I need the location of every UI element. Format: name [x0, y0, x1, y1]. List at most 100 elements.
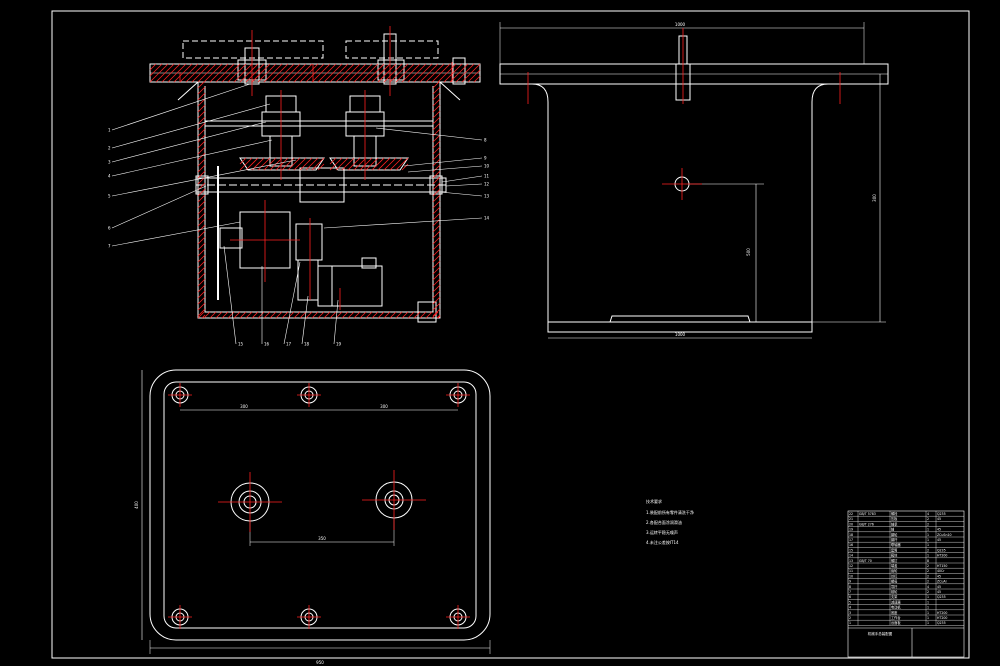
hatch-line: [197, 290, 206, 299]
hatch-line: [359, 311, 367, 319]
parts-cell: 1: [927, 533, 929, 537]
worm-shaft-end: [219, 227, 243, 249]
side-dim-label-height: 300: [872, 194, 877, 202]
callout-leader: [111, 221, 241, 247]
parts-cell: 1: [927, 611, 929, 615]
parts-cell: 45: [937, 538, 941, 542]
hatch-line: [245, 311, 253, 319]
parts-cell: 轴承: [891, 521, 898, 526]
callout-number: 14: [484, 216, 490, 221]
hatch-line: [432, 302, 441, 311]
hatch-line: [197, 170, 206, 179]
hatch-line: [197, 128, 206, 137]
parts-cell: 2: [927, 522, 929, 526]
hatch-line: [197, 140, 206, 149]
hatch-line: [443, 63, 463, 83]
parts-cell: 6: [849, 595, 851, 599]
hatch-line: [197, 311, 205, 319]
hatch-line: [191, 63, 211, 83]
hatch-line: [353, 63, 373, 83]
parts-cell: 3: [849, 611, 851, 615]
callout-number: 5: [108, 194, 111, 199]
hatch-line: [197, 104, 206, 113]
hatch-line: [287, 157, 301, 171]
parts-cell: 12: [849, 564, 853, 568]
callout-number: 15: [238, 342, 244, 347]
callout-leader: [111, 139, 273, 177]
hatch-line: [149, 63, 163, 77]
side-view-dimension-text: 1000 500 300 1000: [675, 22, 877, 337]
hatch-line: [401, 163, 409, 171]
hatch-line: [432, 248, 441, 257]
hatch-line: [432, 146, 441, 155]
hatch-line: [329, 311, 337, 319]
side-body-outline: [531, 83, 829, 323]
hatch-line: [432, 182, 441, 191]
callout-leader: [333, 299, 339, 345]
hatch-line: [263, 311, 271, 319]
hatch-line: [383, 311, 391, 319]
hatch-line: [432, 284, 441, 293]
hatch-line: [347, 157, 361, 171]
parts-cell: Q235: [937, 595, 946, 599]
hatch-line: [197, 98, 206, 107]
parts-cell: 45: [937, 590, 941, 594]
hatch-line: [257, 311, 265, 319]
callout-number: 13: [484, 194, 490, 199]
callout-leader: [375, 127, 483, 141]
hatch-line: [395, 157, 409, 171]
parts-cell: 45: [937, 574, 941, 578]
hatch-line: [197, 248, 206, 257]
hatch-line: [347, 63, 367, 83]
hatch-line: [455, 63, 475, 83]
hatch-line: [239, 157, 247, 165]
parts-cell: 联轴器: [891, 542, 901, 547]
callout-number: 11: [484, 174, 490, 179]
hatch-line: [281, 157, 295, 171]
hatch-line: [233, 311, 241, 319]
hatch-line: [305, 157, 319, 171]
hatch-line: [197, 224, 206, 233]
hatch-line: [197, 200, 206, 209]
hatch-line: [432, 212, 441, 221]
hatch-line: [432, 92, 441, 101]
parts-cell: 套筒: [891, 547, 897, 552]
coupling-block: [299, 167, 345, 203]
parts-cell: 14: [849, 554, 853, 558]
parts-cell: 箱体: [891, 553, 898, 558]
hatch-line: [377, 63, 397, 83]
hatch-line: [251, 311, 259, 319]
hatch-line: [173, 63, 193, 83]
hatch-line: [257, 157, 271, 171]
hatch-line: [432, 188, 441, 197]
hatch-line: [371, 311, 379, 319]
hatch-line: [197, 242, 206, 251]
hatch-line: [155, 63, 175, 83]
parts-cell: 2: [927, 590, 929, 594]
hatch-line: [432, 116, 441, 125]
hatch-line: [383, 157, 397, 171]
hatch-line: [251, 63, 271, 83]
hatch-line: [239, 63, 259, 83]
hatch-line: [432, 86, 441, 95]
callout-leader: [111, 121, 267, 163]
hatch-line: [197, 110, 206, 119]
hatch-line: [432, 122, 441, 131]
parts-cell: 21: [849, 517, 853, 521]
parts-cell: 1: [927, 543, 929, 547]
parts-cell: 45: [937, 528, 941, 532]
hatch-line: [461, 63, 481, 83]
hatch-line: [341, 157, 355, 171]
hatch-line: [432, 218, 441, 227]
parts-cell: 10: [849, 574, 853, 578]
parts-cell: GB/T 276: [859, 522, 874, 526]
callout-number: 12: [484, 182, 490, 187]
hatch-line: [263, 63, 283, 83]
parts-cell: HT200: [937, 616, 947, 620]
hatch-line: [449, 63, 469, 83]
parts-cell: 蜗轮: [891, 532, 898, 537]
hatch-line: [197, 116, 206, 125]
side-base: [547, 322, 813, 333]
hatch-line: [269, 311, 277, 319]
